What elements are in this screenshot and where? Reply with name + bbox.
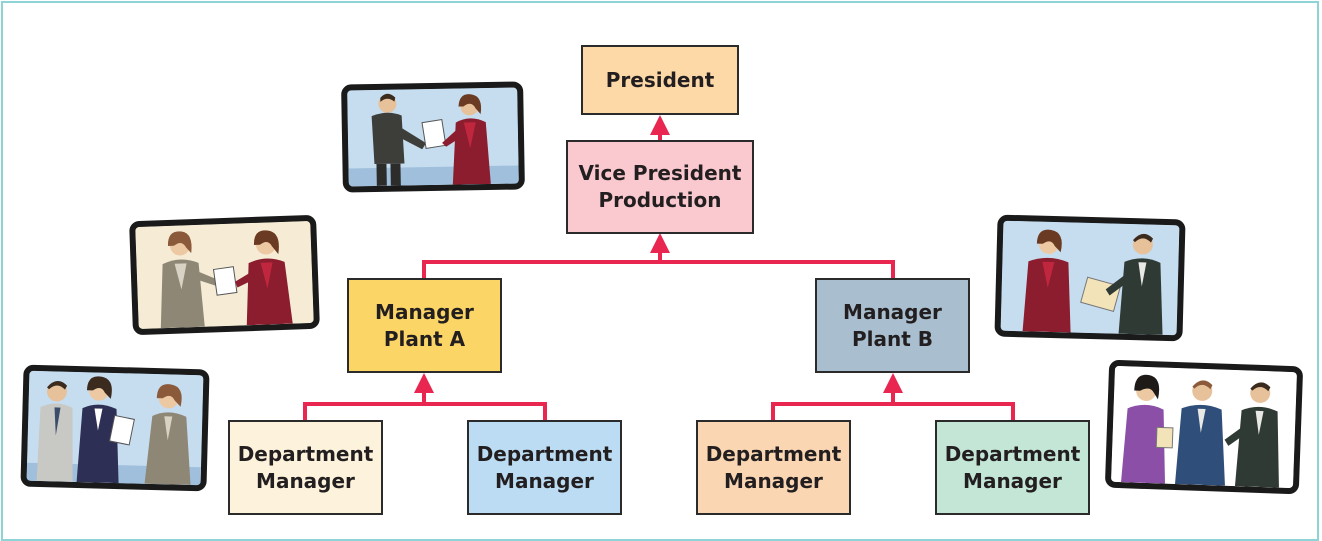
- dept2-line1: Department: [476, 441, 613, 466]
- manager-plant-b-line1: Manager: [843, 299, 942, 324]
- dept1-line1: Department: [237, 441, 374, 466]
- department-manager-box-2: Department Manager: [467, 420, 622, 515]
- department-manager-box-1: Department Manager: [228, 420, 383, 515]
- dept2-line2: Manager: [495, 468, 594, 493]
- business-people-illustration-4: [994, 214, 1186, 342]
- manager-plant-a-line1: Manager: [375, 299, 474, 324]
- vp-label-line1: Vice President: [578, 161, 742, 185]
- dept1-line2: Manager: [256, 468, 355, 493]
- manager-plant-b-box: Manager Plant B: [815, 278, 970, 373]
- manager-plant-a-box: Manager Plant A: [347, 278, 502, 373]
- manager-plant-b-line2: Plant B: [851, 326, 933, 351]
- business-people-illustration-1: [341, 81, 525, 193]
- vp-label-line2: Production: [598, 188, 722, 212]
- dept4-line1: Department: [944, 441, 1081, 466]
- department-manager-box-3: Department Manager: [696, 420, 851, 515]
- dept3-line1: Department: [705, 441, 842, 466]
- business-people-illustration-5: [1104, 359, 1304, 495]
- president-box: President: [581, 45, 739, 115]
- plants-to-vp-connector: [422, 260, 895, 278]
- department-manager-box-4: Department Manager: [935, 420, 1090, 515]
- dept4-line2: Manager: [963, 468, 1062, 493]
- president-label: President: [605, 67, 715, 92]
- manager-plant-a-line2: Plant A: [383, 326, 466, 351]
- dept3-line2: Manager: [724, 468, 823, 493]
- depts-to-plant-a-connector: [303, 402, 547, 420]
- business-people-illustration-2: [129, 214, 320, 336]
- vice-president-production-box: Vice President Production: [566, 140, 754, 234]
- business-people-illustration-3: [20, 364, 210, 492]
- depts-to-plant-b-connector: [771, 402, 1015, 420]
